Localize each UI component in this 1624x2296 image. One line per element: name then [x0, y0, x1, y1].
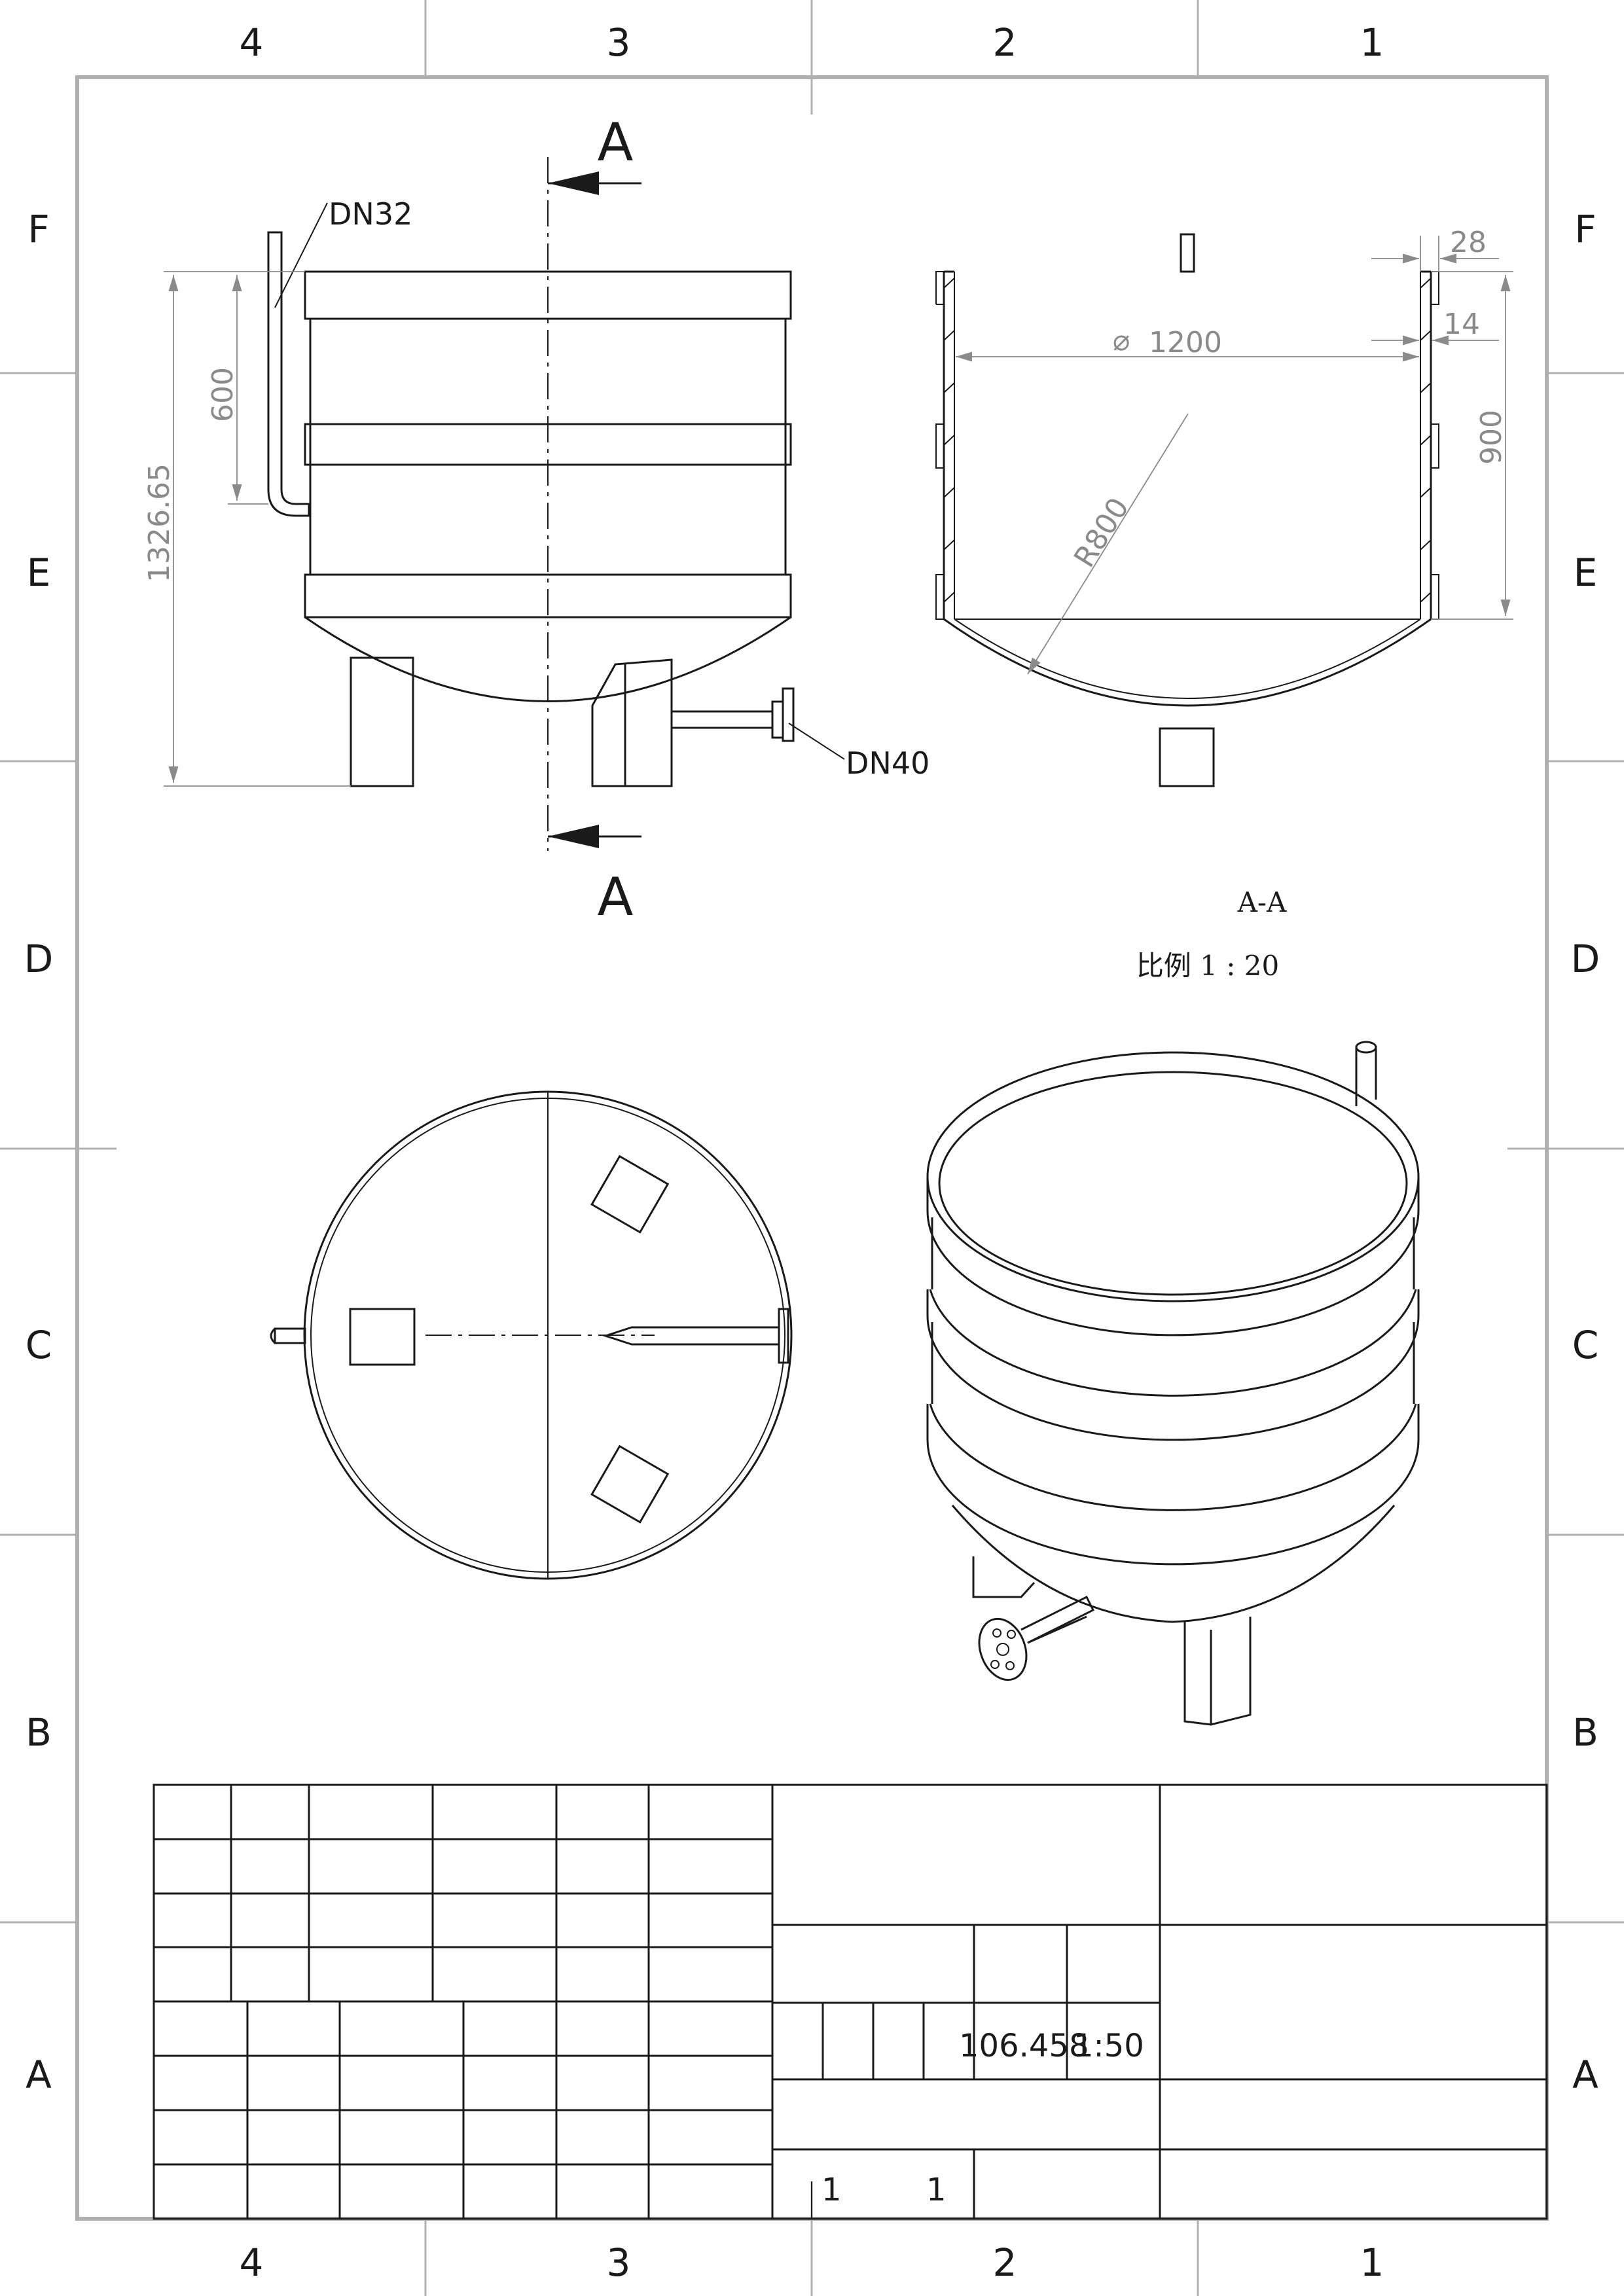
dim-diameter-symbol: ⌀: [1113, 324, 1130, 357]
front-view: A A DN32 DN40 1326.65 600: [143, 112, 929, 927]
zone-row-right: A: [1572, 2053, 1598, 2097]
zone-row-left: B: [26, 1710, 52, 1755]
dim-height: 900: [1475, 410, 1508, 465]
section-scale: 比例 1 : 20: [1136, 950, 1279, 982]
zone-row-left: A: [26, 2053, 52, 2097]
zone-row-left: F: [27, 207, 49, 251]
dim-overall-height: 1326.65: [143, 463, 176, 583]
zone-col-top: 3: [607, 20, 631, 65]
dim-top-offset: 28: [1450, 226, 1487, 259]
isometric-view: [926, 1041, 1420, 1726]
section-letter-bottom: A: [598, 867, 634, 927]
nozzle-bottom-label: DN40: [846, 745, 929, 781]
nozzle-top-label: DN32: [329, 196, 412, 232]
section-view: ⌀ 1200 R800 900 28 14 A-A 比例 1 : 20: [935, 226, 1513, 982]
top-view: [270, 1090, 793, 1580]
zone-row-right: D: [1571, 937, 1600, 981]
zone-col-bottom: 4: [240, 2240, 264, 2285]
zone-labels: 4 3 2 1 4 3 2 1 F E D C B A F E D C B A: [24, 20, 1600, 2285]
dim-diameter: 1200: [1149, 326, 1222, 359]
section-letter-top: A: [598, 112, 634, 173]
section-title: A-A: [1237, 886, 1288, 918]
zone-col-bottom: 2: [993, 2240, 1017, 2285]
zone-row-right: C: [1572, 1323, 1599, 1367]
zone-col-bottom: 3: [607, 2240, 631, 2285]
zone-row-left: E: [27, 550, 51, 595]
dim-radius: R800: [1068, 492, 1136, 573]
dim-wall: 14: [1443, 308, 1480, 341]
zone-row-right: F: [1574, 207, 1596, 251]
zone-col-bottom: 1: [1360, 2240, 1384, 2285]
zone-col-top: 4: [240, 20, 264, 65]
zone-row-right: B: [1572, 1710, 1598, 1755]
zone-row-left: C: [26, 1323, 52, 1367]
scale-value: 1:50: [1074, 2028, 1144, 2064]
sheet-total: 1: [926, 2172, 947, 2208]
mass-value: 106.458: [959, 2028, 1089, 2064]
zone-col-top: 2: [993, 20, 1017, 65]
sheet-number: 1: [821, 2172, 842, 2208]
dim-nozzle-height: 600: [206, 367, 240, 422]
title-block: 106.458 1:50 1 1: [153, 1784, 1548, 2220]
zone-row-right: E: [1574, 550, 1598, 595]
zone-row-left: D: [24, 937, 54, 981]
zone-col-top: 1: [1360, 20, 1384, 65]
